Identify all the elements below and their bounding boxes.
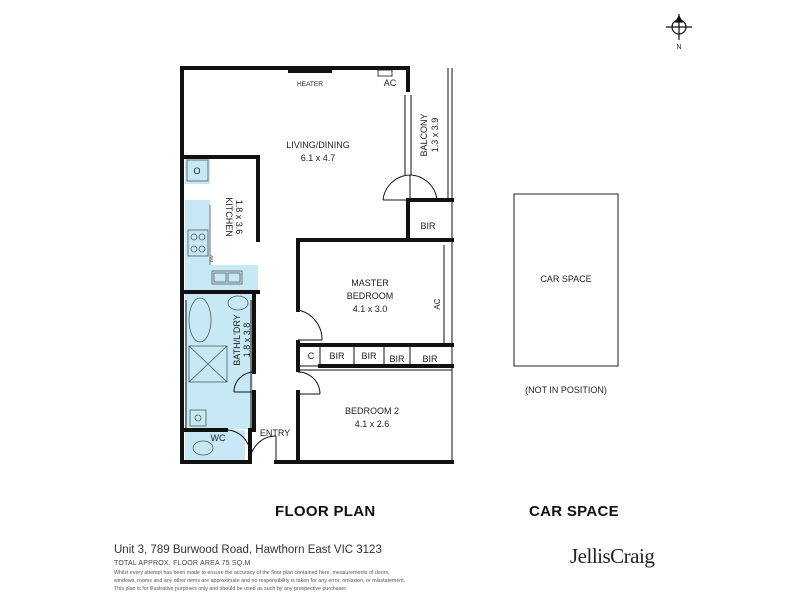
- compass-north-label: N: [676, 44, 681, 51]
- brand-logo: JellisCraig: [570, 544, 655, 568]
- bathtub: [188, 297, 212, 343]
- kitchen-fixtures: [186, 159, 243, 285]
- room-bath-size: 1.8 x 3.8: [242, 323, 252, 358]
- car-space-box: [513, 193, 619, 367]
- room-living-size: 6.1 x 4.7: [301, 153, 336, 163]
- toilet: [192, 440, 214, 456]
- door-balcony-2: [409, 174, 438, 201]
- footer-address: Unit 3, 789 Burwood Road, Hawthorn East …: [114, 544, 382, 556]
- door-wc: [225, 429, 251, 455]
- room-balcony-name: BALCONY: [419, 113, 429, 156]
- bir-b-label: BIR: [361, 351, 377, 361]
- room-kitchen-name: KITCHEN: [224, 197, 234, 237]
- door-bath: [233, 371, 255, 393]
- heater-unit: [288, 66, 332, 73]
- thin-walls: [185, 68, 453, 462]
- north-compass-icon: [666, 14, 692, 40]
- room-master-size: 4.1 x 3.0: [353, 304, 388, 314]
- heater-label: HEATER: [297, 81, 323, 88]
- disclaimer-line-3: This plan is for illustrative purposes o…: [114, 586, 348, 592]
- door-balcony: [382, 174, 411, 201]
- oven-box: [186, 159, 209, 182]
- room-bath-name: BATH/L'DRY: [232, 314, 242, 365]
- room-master-name-2: BEDROOM: [347, 291, 394, 301]
- oven-label: O: [193, 166, 200, 176]
- bir-c-label: BIR: [389, 354, 405, 364]
- shower: [188, 345, 228, 383]
- floor-plan-caption: FLOOR PLAN: [275, 503, 376, 520]
- wc-label: WC: [211, 433, 226, 443]
- kitchen-fridge-area: [185, 158, 210, 184]
- disclaimer-line-1: Whilst every attempt has been made to en…: [114, 570, 390, 576]
- cooktop: [187, 229, 209, 257]
- wet-areas: [185, 158, 258, 460]
- bir-master-label: BIR: [420, 221, 436, 231]
- footer-floor-area: TOTAL APPROX. FLOOR AREA 75 SQ.M: [114, 560, 251, 567]
- basin: [227, 295, 249, 311]
- bir-a-label: BIR: [329, 351, 345, 361]
- car-space-caption: CAR SPACE: [529, 503, 619, 520]
- bath-laundry-area: [185, 293, 253, 429]
- ac-living-label: AC: [384, 78, 397, 88]
- car-space-label: CAR SPACE: [540, 274, 591, 284]
- ac-box-living: [377, 69, 393, 77]
- wc-area: [185, 430, 245, 460]
- entry-label: ENTRY: [260, 428, 290, 438]
- laundry-tub: [189, 409, 207, 427]
- room-balcony-size: 1.3 x 3.9: [430, 118, 440, 153]
- doors: [225, 174, 438, 463]
- c-label: C: [308, 351, 315, 361]
- room-kitchen-size: 1.8 x 3.6: [234, 200, 244, 235]
- dw-label: DW: [209, 255, 214, 262]
- room-living-name: LIVING/DINING: [286, 140, 350, 150]
- room-master-name: MASTER: [351, 278, 389, 288]
- disclaimer-line-2: windows, rooms and any other items are a…: [114, 578, 406, 584]
- room-bedroom2-size: 4.1 x 2.6: [355, 419, 390, 429]
- door-master: [297, 309, 323, 341]
- room-bedroom2-name: BEDROOM 2: [345, 406, 399, 416]
- door-entry: [249, 435, 277, 463]
- door-bedroom2: [297, 371, 321, 395]
- kitchen-bench-bottom: [185, 265, 258, 290]
- ac-master-label: AC: [433, 298, 442, 309]
- kitchen-sink: [211, 270, 243, 285]
- walls: [180, 66, 454, 464]
- car-note: (NOT IN POSITION): [525, 385, 607, 395]
- bir-d-label: BIR: [422, 354, 438, 364]
- bath-fixtures: [188, 295, 249, 456]
- footer-disclaimer: Whilst every attempt has been made to en…: [114, 569, 454, 593]
